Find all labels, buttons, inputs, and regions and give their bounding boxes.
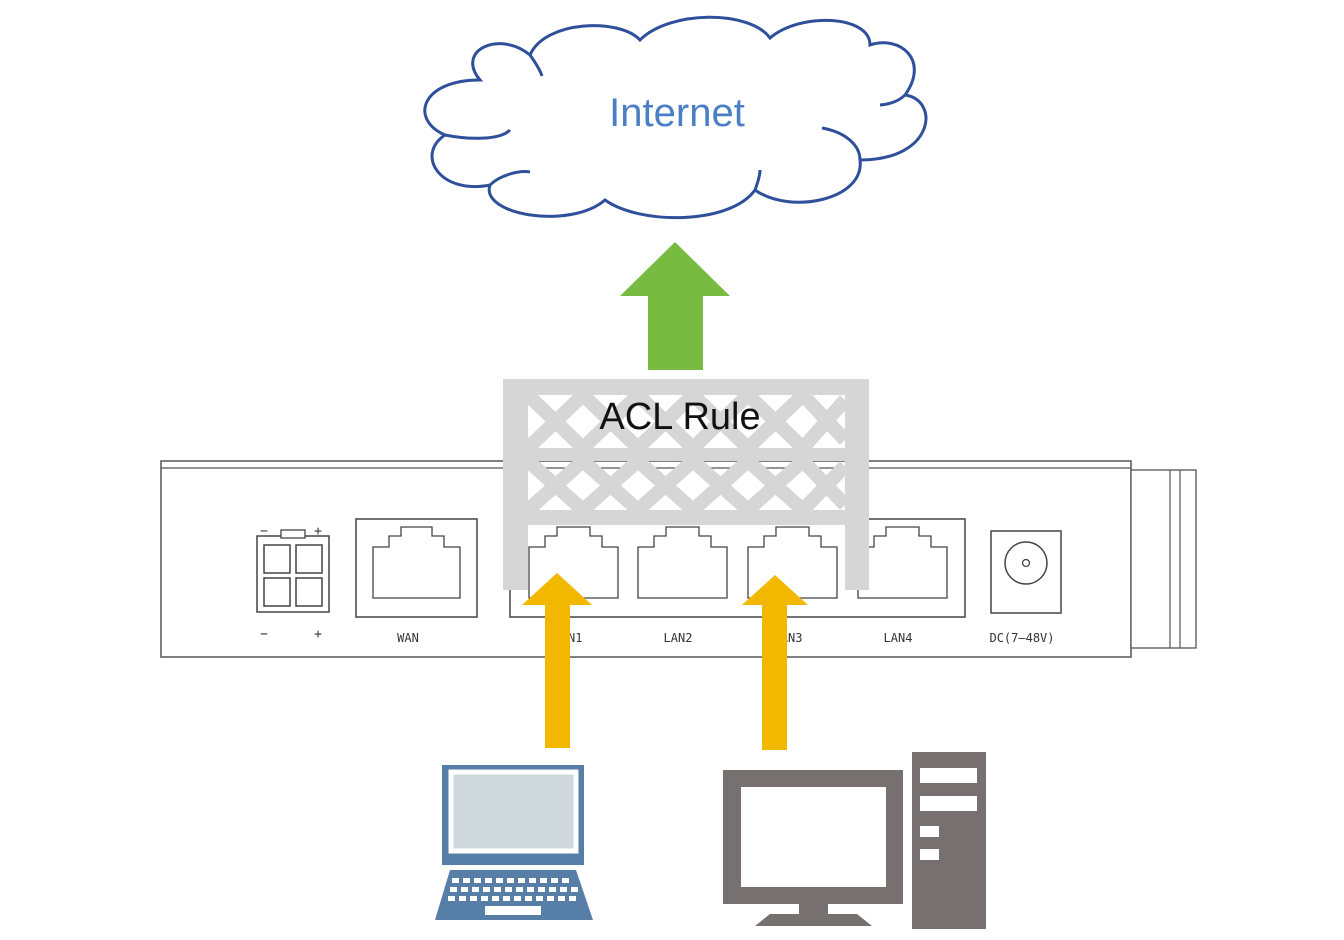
port-label-lan4: LAN4 — [884, 631, 913, 645]
desktop-computer-icon — [723, 752, 986, 929]
laptop-icon — [435, 765, 593, 920]
lan4-port — [857, 526, 948, 599]
power-label: DC(7–48V) — [989, 631, 1054, 645]
acl-filter: ACL Rule — [503, 379, 869, 590]
client-arrow-lan1 — [522, 573, 592, 748]
cloud-icon: Internet — [423, 15, 928, 220]
client-arrow-lan3 — [742, 575, 808, 750]
power-terminal-icon: − + − + — [256, 524, 330, 642]
wan-port — [355, 518, 478, 618]
polarity-plus-bottom: + — [314, 627, 322, 642]
dc-power-jack — [990, 530, 1062, 614]
port-label-wan: WAN — [397, 631, 419, 645]
port-label-lan2: LAN2 — [664, 631, 693, 645]
polarity-minus-top: − — [260, 524, 268, 539]
internet-label: Internet — [609, 91, 745, 135]
polarity-minus-bottom: − — [260, 627, 268, 642]
lan2-port — [637, 526, 728, 599]
polarity-plus-top: + — [314, 524, 322, 539]
allowed-traffic-arrow — [620, 242, 730, 370]
acl-rule-label: ACL Rule — [599, 396, 760, 438]
